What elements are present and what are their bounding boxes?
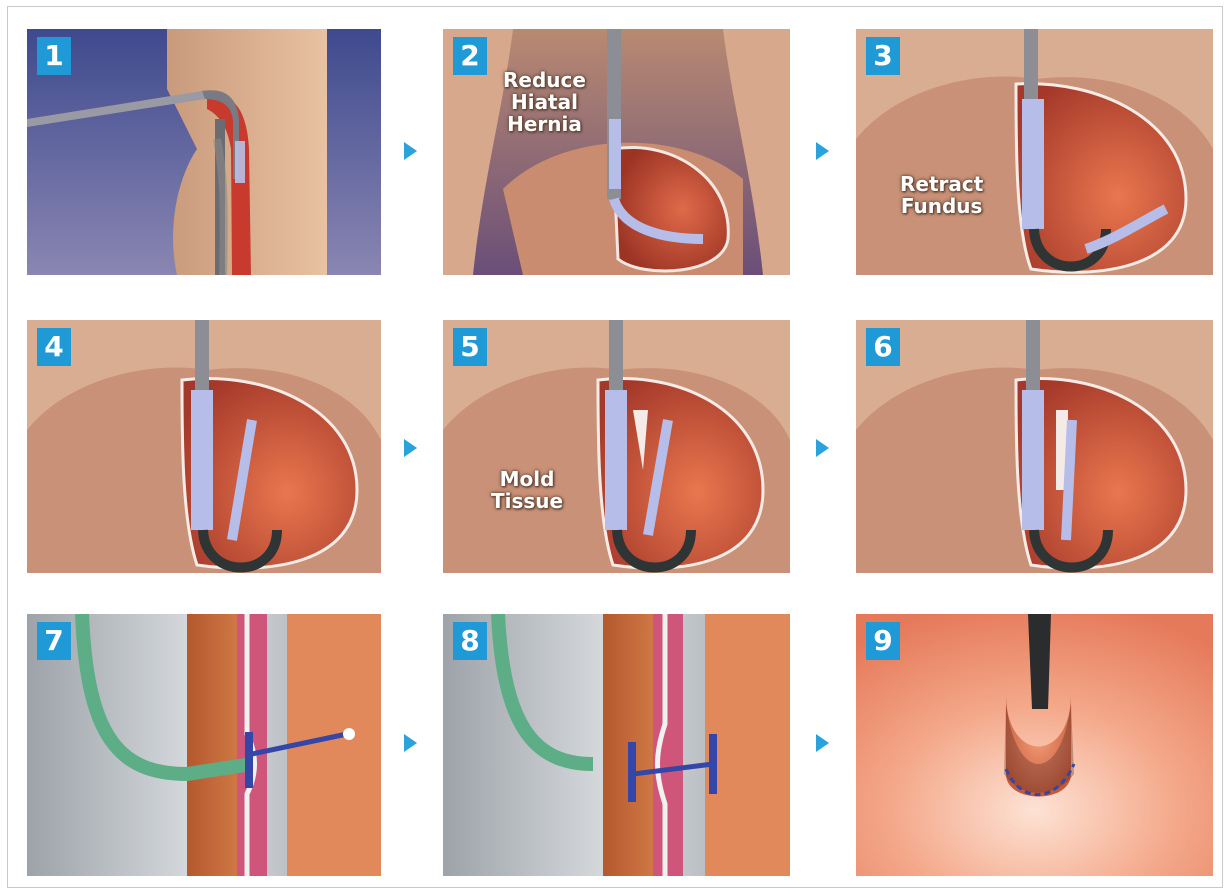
right-triangle-arrow-icon bbox=[404, 439, 417, 457]
right-triangle-arrow-icon bbox=[816, 142, 829, 160]
step-panel-6: 6 bbox=[856, 320, 1213, 573]
right-triangle-arrow-icon bbox=[816, 734, 829, 752]
caption-line: Reduce bbox=[503, 69, 586, 91]
caption-line: Retract bbox=[900, 173, 983, 195]
step-panel-5: 5 Mold Tissue bbox=[443, 320, 790, 573]
step-7-illustration bbox=[27, 614, 381, 876]
right-triangle-arrow-icon bbox=[816, 439, 829, 457]
step-3-illustration bbox=[856, 29, 1213, 275]
step-caption: Retract Fundus bbox=[900, 173, 983, 217]
step-number-badge: 9 bbox=[866, 622, 900, 660]
step-caption: Mold Tissue bbox=[491, 468, 563, 512]
step-panel-3: 3 Retract Fundus bbox=[856, 29, 1213, 275]
step-number-badge: 8 bbox=[453, 622, 487, 660]
procedure-figure-frame: 1 2 Reduce Hiatal Hernia bbox=[7, 6, 1223, 888]
step-panel-4: 4 bbox=[27, 320, 381, 573]
step-panel-8: 8 bbox=[443, 614, 790, 876]
step-number-badge: 7 bbox=[37, 622, 71, 660]
step-8-illustration bbox=[443, 614, 790, 876]
step-number-badge: 4 bbox=[37, 328, 71, 366]
caption-line: Hiatal bbox=[503, 91, 586, 113]
step-caption: Reduce Hiatal Hernia bbox=[503, 69, 586, 135]
step-panel-2: 2 Reduce Hiatal Hernia bbox=[443, 29, 790, 275]
right-triangle-arrow-icon bbox=[404, 142, 417, 160]
step-2-illustration bbox=[443, 29, 790, 275]
caption-line: Fundus bbox=[900, 195, 983, 217]
step-number-badge: 5 bbox=[453, 328, 487, 366]
caption-line: Hernia bbox=[503, 113, 586, 135]
step-number-badge: 3 bbox=[866, 37, 900, 75]
step-5-illustration bbox=[443, 320, 790, 573]
step-number-badge: 2 bbox=[453, 37, 487, 75]
step-number-badge: 1 bbox=[37, 37, 71, 75]
step-4-illustration bbox=[27, 320, 381, 573]
caption-line: Tissue bbox=[491, 490, 563, 512]
caption-line: Mold bbox=[491, 468, 563, 490]
step-9-illustration bbox=[856, 614, 1213, 876]
step-panel-7: 7 bbox=[27, 614, 381, 876]
step-panel-9: 9 bbox=[856, 614, 1213, 876]
right-triangle-arrow-icon bbox=[404, 734, 417, 752]
step-6-illustration bbox=[856, 320, 1213, 573]
step-1-illustration bbox=[27, 29, 381, 275]
step-number-badge: 6 bbox=[866, 328, 900, 366]
step-panel-1: 1 bbox=[27, 29, 381, 275]
